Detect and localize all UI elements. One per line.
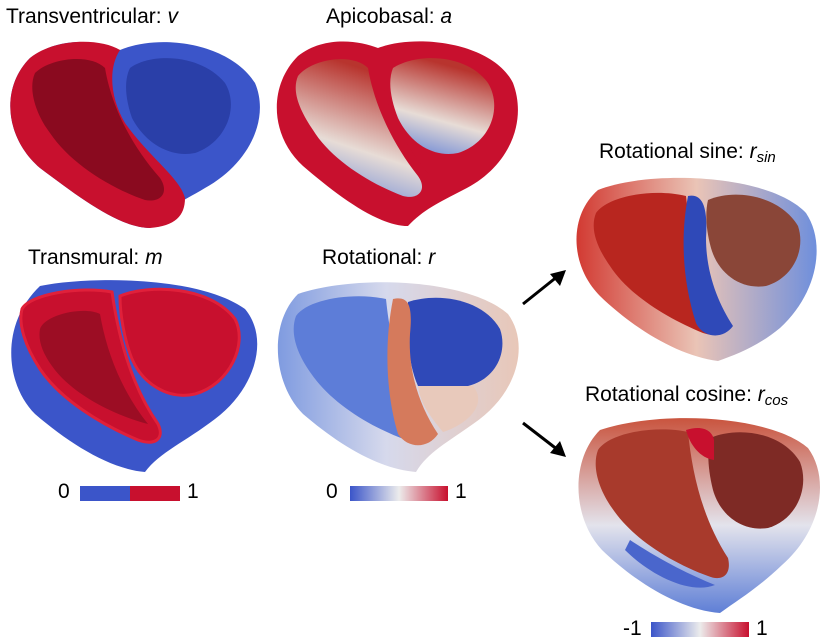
panel-title-rotational: Rotational: r [322, 246, 436, 269]
heart-rotational [277, 282, 519, 472]
panel-title-rotational-cosine: Rotational cosine: rcos [585, 383, 789, 409]
colorbar-binary [80, 486, 180, 501]
panel-title-transmural: Transmural: m [28, 246, 163, 269]
panel-title-rotational-sine: Rotational sine: rsin [599, 140, 776, 166]
panel-title-transventricular: Transventricular: v [6, 5, 178, 28]
panel-title-apicobasal: Apicobasal: a [326, 5, 453, 28]
colorbar-continuous-max: 1 [455, 480, 467, 503]
colorbar-signed-min: -1 [623, 617, 642, 640]
heart-rotational-cosine [578, 418, 821, 613]
colorbar-binary-min: 0 [58, 480, 70, 503]
heart-transmural [11, 280, 258, 472]
colorbar-continuous [350, 486, 448, 501]
arrow-to-sine-icon [522, 270, 566, 306]
colorbar-signed-max: 1 [756, 617, 768, 640]
colorbar-continuous-min: 0 [326, 480, 338, 503]
arrow-to-cosine-icon [522, 421, 566, 457]
heart-apicobasal [276, 41, 518, 226]
colorbar-signed [651, 622, 749, 637]
heart-rotational-sine [576, 177, 817, 361]
colorbar-binary-max: 1 [187, 480, 199, 503]
heart-transventricular [10, 41, 260, 228]
